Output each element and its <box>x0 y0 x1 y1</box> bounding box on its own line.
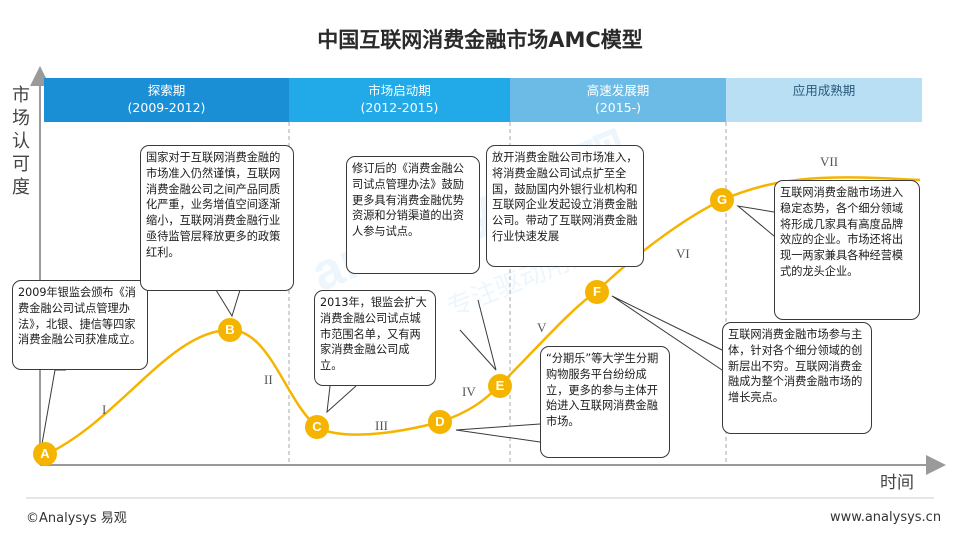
phase-years: (2012-2015) <box>360 100 439 115</box>
page-title: 中国互联网消费金融市场AMC模型 <box>317 28 643 52</box>
stage-1: I <box>102 402 107 417</box>
phase-years: (2015-) <box>594 100 642 115</box>
stage-7: VII <box>820 154 839 169</box>
callout-exploration-status: 国家对于互联网消费金融的市场准入仍然谨慎，互联网消费金融公司之间产品同质化严重，… <box>140 145 294 291</box>
phase-launch: 市场启动期 (2012-2015) <box>289 78 510 122</box>
x-axis-label: 时间 <box>880 473 914 493</box>
node-d: D <box>428 410 452 434</box>
pointer-c <box>326 385 357 414</box>
phase-maturity: 应用成熟期 <box>726 78 922 122</box>
phase-name: 高速发展期 <box>586 83 650 98</box>
stage-5: V <box>537 320 547 335</box>
stage-6: VI <box>676 246 690 261</box>
footer-copyright: ©Analysys 易观 <box>26 511 127 526</box>
callout-maturity: 互联网消费金融市场进入稳定态势，各个细分领域将形成几家具有高度品牌效应的企业。市… <box>774 180 920 320</box>
y-axis-label: 市场认可度 <box>12 85 30 198</box>
phase-name: 探索期 <box>147 83 186 98</box>
callout-market-opening: 放开消费金融公司市场准入，将消费金融公司试点扩至全国，鼓励国内外银行业机构和互联… <box>486 145 644 267</box>
pointer-g <box>611 295 723 371</box>
callout-fenqile: “分期乐”等大学生分期购物服务平台纷纷成立，更多的参与主体开始进入互联网消费金融… <box>540 346 670 458</box>
phase-exploration: 探索期 (2009-2012) <box>44 78 289 122</box>
pointer-e <box>455 423 541 443</box>
node-f: F <box>585 280 609 304</box>
callout-revised-measures: 修订后的《消费金融公司试点管理办法》鼓励更多具有消费金融优势资源和分销渠道的出资… <box>346 156 480 274</box>
node-e: E <box>488 374 512 398</box>
phase-name: 市场启动期 <box>368 83 431 98</box>
phase-rapid-growth: 高速发展期 (2015-) <box>510 78 726 122</box>
node-b: B <box>218 318 242 342</box>
node-g: G <box>710 188 734 212</box>
pointer-a <box>41 369 66 445</box>
stage-4: IV <box>462 384 476 399</box>
callout-2009: 2009年银监会颁布《消费金融公司试点管理办法》，北银、捷信等四家消费金融公司获… <box>12 280 148 370</box>
callout-innovation: 互联网消费金融市场参与主体，针对各个细分领域的创新层出不穷。互联网消费金融成为整… <box>722 322 872 434</box>
pointer-h <box>736 205 775 237</box>
callout-2013: 2013年，银监会扩大消费金融公司试点城市范围名单，又有两家消费金融公司成立。 <box>314 290 436 386</box>
footer-website[interactable]: www.analysys.cn <box>830 510 942 525</box>
pointer-d <box>459 299 497 371</box>
node-c: C <box>305 415 329 439</box>
stage-3: III <box>375 418 388 433</box>
pointer-b <box>215 289 241 318</box>
phase-years: (2009-2012) <box>127 100 206 115</box>
stage-2: II <box>264 372 273 387</box>
node-a: A <box>33 442 57 466</box>
phase-name: 应用成熟期 <box>792 83 856 98</box>
